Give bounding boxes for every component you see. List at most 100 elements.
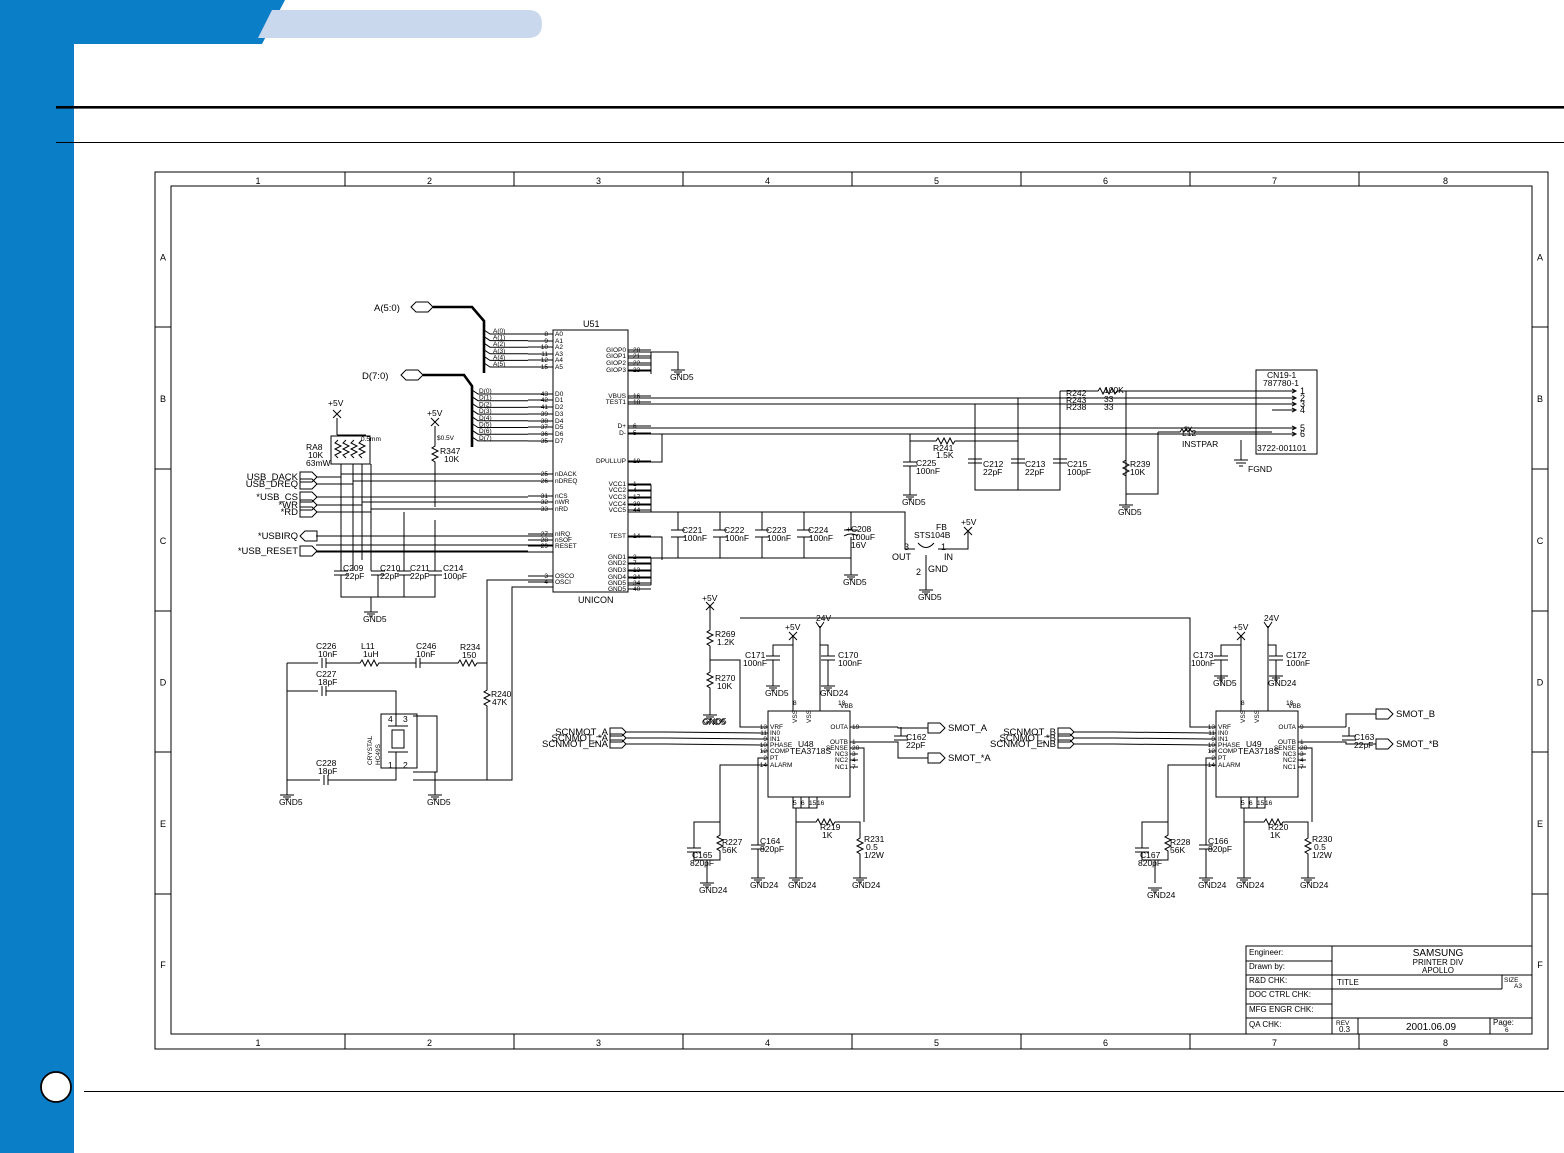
- svg-text:C222: C222: [724, 525, 745, 535]
- u51-ref: U51: [583, 319, 600, 329]
- net-usb_dreq: USB_DREQ: [246, 479, 298, 490]
- driver-pin-num: 11: [760, 730, 767, 737]
- driver-pin-num: 9: [1211, 736, 1215, 743]
- tb-rev: 0.3: [1339, 1025, 1351, 1034]
- driver-pin-name: IN0: [1218, 730, 1229, 737]
- svg-text:VSS: VSS: [1240, 709, 1247, 723]
- frame-col-label: 5: [934, 1038, 939, 1048]
- u51-pin-name: TEST1: [606, 399, 627, 406]
- frame-row-label: B: [1537, 394, 1543, 404]
- svg-text:787780-1: 787780-1: [1263, 378, 1299, 388]
- address-bus: A(5:0) A(0)A(1)A(2)A(3)A(4)A(5): [374, 301, 528, 373]
- driver-pin-name: SENSE: [826, 745, 849, 752]
- u51-pin-name: A4: [555, 357, 563, 364]
- svg-text:C164: C164: [760, 836, 781, 846]
- driver-part: TEA3718S: [1238, 746, 1279, 756]
- driver-pin-num: 4: [1300, 757, 1304, 764]
- svg-text:RA8: RA8: [306, 442, 323, 452]
- svg-text:IN: IN: [944, 552, 953, 562]
- driver-pin-name: IN0: [770, 730, 781, 737]
- net-flag: [609, 727, 627, 737]
- svg-text:100nF: 100nF: [916, 466, 940, 476]
- u51-pin-name: nDACK: [555, 471, 577, 478]
- svg-text:100nF: 100nF: [767, 533, 791, 543]
- driver-pin-num: 6: [1249, 800, 1253, 807]
- svg-text:R230: R230: [1312, 834, 1333, 844]
- net-rd: *RD: [281, 507, 299, 518]
- svg-text:C227: C227: [316, 669, 337, 679]
- ground-label: GND5: [363, 614, 387, 624]
- u51-pin-name: GND5: [608, 586, 626, 593]
- svg-text:C170: C170: [838, 650, 859, 660]
- svg-text:22pF: 22pF: [1354, 740, 1373, 750]
- ground-icon: [1119, 504, 1133, 510]
- ground-label: GND5: [1213, 678, 1237, 688]
- driver-pin-name: NC2: [1283, 757, 1296, 764]
- driver-pin-name: VRF: [1218, 724, 1231, 731]
- driver-pin-num: 2: [1211, 755, 1215, 762]
- ground-label: GND5: [843, 577, 867, 587]
- tb-company: SAMSUNG: [1413, 948, 1464, 959]
- u51-pin-name: D4: [555, 418, 564, 425]
- driver-pin-name: PHASE: [770, 742, 793, 749]
- ground-icon: [919, 589, 933, 595]
- svg-text:4: 4: [388, 714, 393, 724]
- svg-text:C223: C223: [766, 525, 787, 535]
- svg-text:100uF: 100uF: [851, 532, 875, 542]
- tb-mfg: MFG ENGR CHK:: [1249, 1005, 1313, 1014]
- net-smot_b: SMOT_B: [1396, 709, 1435, 720]
- svg-text:VSS: VSS: [1254, 709, 1261, 723]
- svg-text:R240: R240: [491, 689, 512, 699]
- svg-text:C224: C224: [808, 525, 829, 535]
- net-smot_na: SMOT_*A: [948, 753, 991, 764]
- frame-col-label: 1: [255, 1038, 260, 1048]
- svg-text:10K: 10K: [717, 681, 732, 691]
- svg-text:0.5mm: 0.5mm: [361, 436, 381, 443]
- svg-text:1/2W: 1/2W: [864, 850, 884, 860]
- svg-text:C173: C173: [1193, 650, 1214, 660]
- u51-pin-name: OSCO: [555, 573, 574, 580]
- svg-text:$0.5V: $0.5V: [437, 435, 455, 442]
- svg-text:820pF: 820pF: [690, 858, 714, 868]
- svg-text:63mW: 63mW: [306, 458, 331, 468]
- svg-text:R242: R242: [1066, 388, 1087, 398]
- tb-rnd-chk: R&D CHK:: [1249, 976, 1287, 985]
- driver-ref: U49: [1246, 739, 1262, 749]
- driver-part: TEA3718S: [790, 746, 831, 756]
- u51-pin-name: A2: [555, 344, 563, 351]
- net-scnmot_b: SCNMOT_B: [1003, 727, 1056, 738]
- frame-col-label: 7: [1272, 176, 1277, 186]
- svg-text:24V: 24V: [1264, 613, 1279, 623]
- svg-text:100pF: 100pF: [443, 571, 467, 581]
- u51-pin-name: D5: [555, 424, 564, 431]
- ground-label: GND24: [1300, 880, 1329, 890]
- svg-text:2: 2: [916, 567, 921, 577]
- driver-pin-num: 14: [760, 762, 768, 769]
- driver-pin-name: NC1: [1283, 764, 1296, 771]
- driver-pin-num: 10: [760, 742, 768, 749]
- svg-text:CRYSTAL: CRYSTAL: [367, 735, 374, 765]
- svg-text:1: 1: [388, 760, 393, 770]
- addr-bit-label: A(3): [493, 348, 505, 355]
- net-flags: USB_DACKUSB_DREQ*USB_CS*WR*RD*USBIRQ*USB…: [238, 471, 528, 557]
- driver-pin-num: 1: [1300, 739, 1304, 746]
- svg-text:33: 33: [1104, 394, 1114, 404]
- u51-pin-name: GIOP0: [606, 347, 626, 354]
- ground-label: GND24: [1198, 880, 1227, 890]
- svg-text:R239: R239: [1130, 459, 1151, 469]
- frame-col-label: 2: [427, 1038, 432, 1048]
- ground-label: GND24: [788, 880, 817, 890]
- net-scnmot_a: SCNMOT_A: [555, 727, 608, 738]
- tb-division: PRINTER DIV: [1413, 958, 1464, 967]
- u51-pin-name: A1: [555, 338, 563, 345]
- driver-pin-name: OUTA: [1278, 724, 1296, 731]
- ground-label: GND24: [1236, 880, 1265, 890]
- svg-text:18pF: 18pF: [318, 677, 337, 687]
- svg-text:CN19-1: CN19-1: [1267, 370, 1297, 380]
- u51-pin-name: VCC1: [609, 481, 627, 488]
- net-usb_reset: *USB_RESET: [238, 546, 298, 557]
